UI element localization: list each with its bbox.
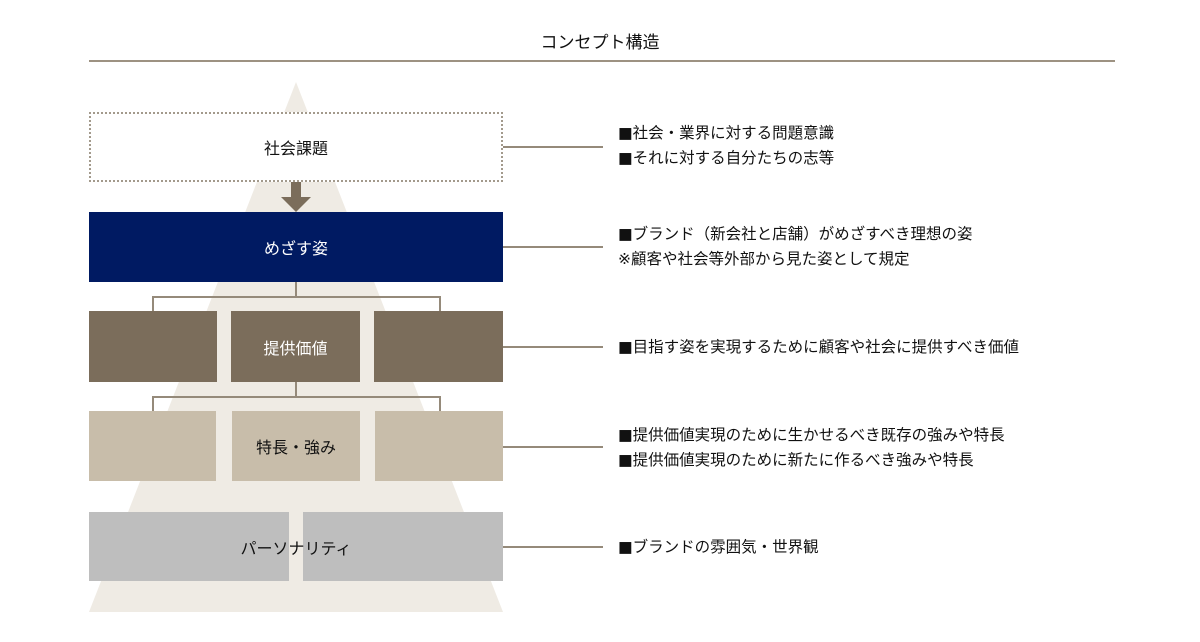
tier-vision-label: めざす姿 [263,239,328,258]
tier-social-issue-label: 社会課題 [263,139,328,158]
diagram-title: コンセプト構造 [540,33,660,53]
description-strength: ■提供価値実現のために生かせるべき既存の強みや特長 ■提供価値実現のために新たに… [618,423,1005,473]
down-arrow-icon [281,182,311,212]
title-divider [89,60,1115,62]
leader-line-personality [503,546,603,548]
tier-strength-box-right [375,411,503,481]
connector-drop-left [152,296,154,311]
description-line: ■ブランドの雰囲気・世界観 [618,538,819,556]
connector-drop-left-2 [152,396,154,411]
description-line: ■提供価値実現のために生かせるべき既存の強みや特長 [618,426,1005,444]
tier-vision: めざす姿 [89,212,503,282]
tier-value-box-right [374,311,503,382]
description-line: ■それに対する自分たちの志等 [618,149,835,167]
tier-personality-box-left [89,512,289,581]
description-value: ■目指す姿を実現するために顧客や社会に提供すべき価値 [618,335,1019,360]
description-personality: ■ブランドの雰囲気・世界観 [618,535,819,560]
leader-line-strength [503,446,603,448]
description-line: ■目指す姿を実現するために顧客や社会に提供すべき価値 [618,338,1020,356]
tier-personality-label: パーソナリティ [240,539,352,558]
description-line: ■社会・業界に対する問題意識 [618,124,835,142]
tier-strength-box-left [89,411,216,481]
tier-value-label: 提供価値 [263,338,328,358]
description-line: ■ブランド（新会社と店舗）がめざすべき理想の姿 [618,225,973,243]
connector-vision-to-value [295,282,297,298]
connector-drop-right [439,296,441,311]
tier-strength-label: 特長・強み [255,438,336,457]
description-social-issue: ■社会・業界に対する問題意識 ■それに対する自分たちの志等 [618,121,834,171]
tier-value-box-center: 提供価値 [231,311,360,382]
tier-social-issue: 社会課題 [89,112,503,182]
description-line: ※顧客や社会等外部から見た姿として規定 [618,250,910,268]
leader-line-vision [503,246,603,248]
description-vision: ■ブランド（新会社と店舗）がめざすべき理想の姿 ※顧客や社会等外部から見た姿とし… [618,222,973,272]
tier-strength-box-center: 特長・強み [232,411,360,481]
connector-bracket-value [152,296,441,298]
connector-drop-right-2 [439,396,441,411]
leader-line-social-issue [503,146,603,148]
leader-line-value [503,346,603,348]
tier-value-box-left [89,311,217,382]
description-line: ■提供価値実現のために新たに作るべき強みや特長 [618,451,974,469]
connector-bracket-strength [152,396,441,398]
connector-value-to-strength [295,382,297,398]
tier-personality-box-right [303,512,503,581]
